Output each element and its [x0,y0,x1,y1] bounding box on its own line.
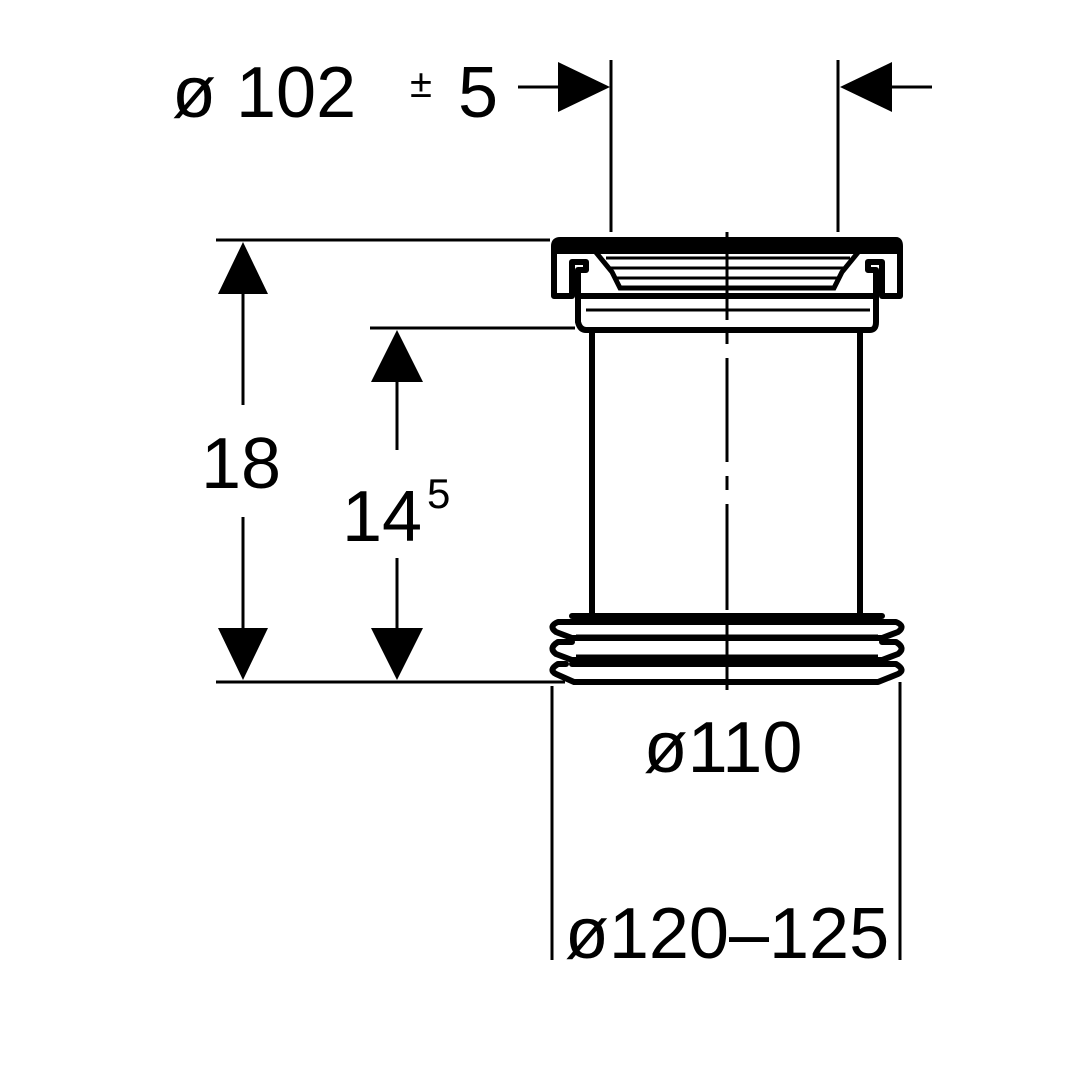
arrow-down-icon [218,628,268,680]
tolerance-symbol: ± [410,62,432,106]
overall-height-label: 18 [201,424,281,504]
arrow-up-icon [218,242,268,294]
top-diameter-dimension: ø 102 ± 5 [172,53,932,232]
tolerance-value: 5 [458,53,498,133]
inner-height-label: 14 [342,477,422,557]
top-diameter-label: ø 102 [172,53,356,133]
seal-diameter-label: ø120–125 [565,894,889,974]
bottom-diameter-dimensions: ø110 ø120–125 [550,682,902,974]
pipe-diameter-label: ø110 [644,708,803,788]
arrow-down-icon [371,628,423,680]
pipe-fitting [549,232,905,690]
height-dimensions: 18 14 5 [201,238,575,684]
arrow-left-icon [840,62,892,112]
arrow-up-icon [371,330,423,382]
arrow-right-icon [558,62,610,112]
inner-height-superscript: 5 [427,470,450,517]
